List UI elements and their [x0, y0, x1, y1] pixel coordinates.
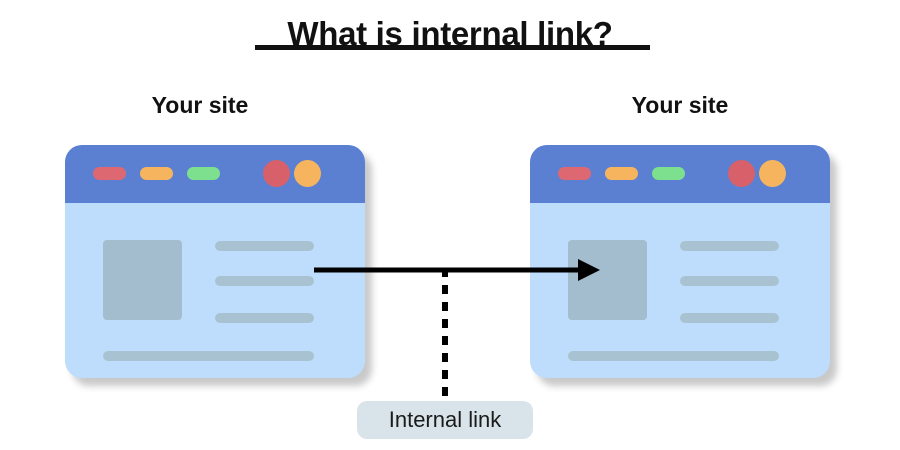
- pill-orange-icon: [605, 167, 638, 180]
- target-titlebar: [530, 145, 830, 203]
- title-underline: [255, 45, 650, 50]
- internal-link-label-text: Internal link: [388, 407, 502, 432]
- link-arrow-icon: [314, 259, 600, 281]
- source-content-line: [215, 241, 314, 251]
- pill-red-icon: [558, 167, 591, 180]
- source-content-line: [103, 351, 314, 361]
- pill-green-icon: [652, 167, 685, 180]
- source-site-caption: Your site: [151, 92, 249, 118]
- target-image-placeholder: [568, 240, 647, 320]
- source-page-body: [65, 203, 365, 378]
- source-titlebar: [65, 145, 365, 203]
- source-image-placeholder: [103, 240, 182, 320]
- dot-orange-icon: [294, 160, 321, 187]
- target-page-body: [530, 203, 830, 378]
- source-browser-window: [65, 145, 365, 378]
- dot-red-icon: [728, 160, 755, 187]
- pill-green-icon: [187, 167, 220, 180]
- target-content-line: [680, 313, 779, 323]
- pill-orange-icon: [140, 167, 173, 180]
- target-content-line: [680, 241, 779, 251]
- target-content-line: [680, 276, 779, 286]
- target-site-caption: Your site: [631, 92, 729, 118]
- dot-orange-icon: [759, 160, 786, 187]
- dot-red-icon: [263, 160, 290, 187]
- pill-red-icon: [93, 167, 126, 180]
- target-content-line: [568, 351, 779, 361]
- dashed-connector-line: [442, 268, 448, 410]
- internal-link-label: Internal link: [357, 401, 533, 439]
- source-content-line: [215, 276, 314, 286]
- source-content-line: [215, 313, 314, 323]
